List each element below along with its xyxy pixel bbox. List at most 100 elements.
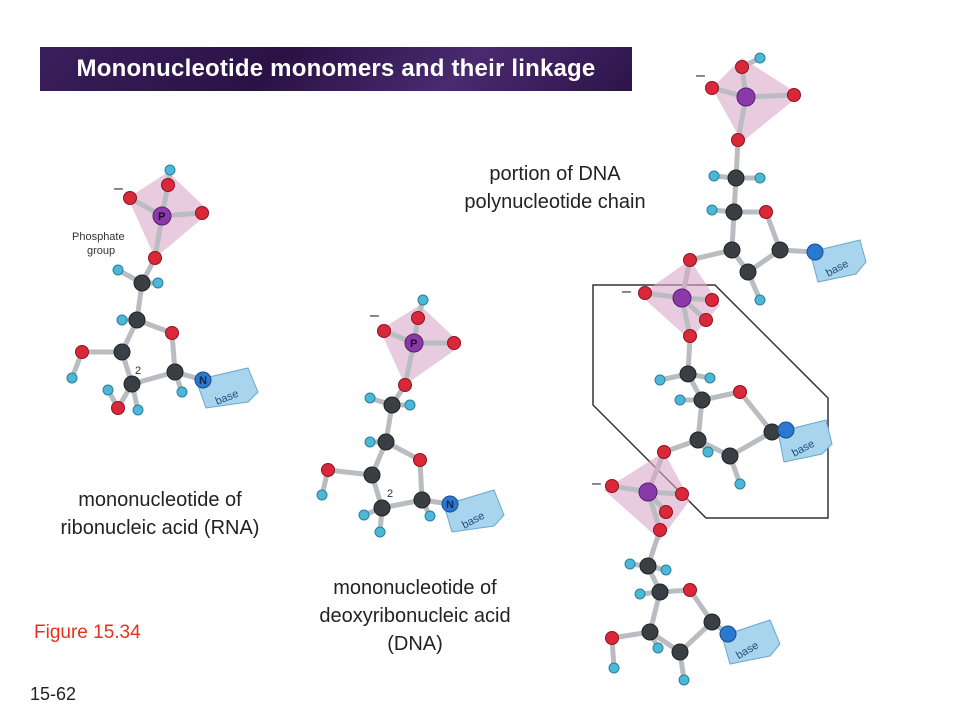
rna-hydrogen bbox=[152, 277, 164, 289]
chain-oxygen bbox=[735, 60, 749, 74]
dna-hydrogen bbox=[364, 436, 376, 448]
rna-hydrogen bbox=[102, 384, 114, 396]
rna-hydrogen bbox=[164, 164, 176, 176]
chain-hydrogen bbox=[704, 372, 716, 384]
chain-hydrogen bbox=[608, 662, 620, 674]
linkage-outline bbox=[592, 284, 829, 519]
chain-base-tag bbox=[721, 619, 781, 665]
chain-oxygen bbox=[759, 205, 773, 219]
chain-hydrogen bbox=[660, 564, 672, 576]
chain-carbon bbox=[689, 431, 707, 449]
rna-minus-charge: – bbox=[114, 180, 123, 197]
dna-oxygen bbox=[411, 311, 425, 325]
chain-oxygen bbox=[638, 286, 652, 300]
dna-minus-charge: – bbox=[370, 307, 379, 324]
chain-carbon bbox=[763, 423, 781, 441]
chain-caption-line1: portion of DNA bbox=[489, 163, 621, 185]
chain-phosphorus bbox=[672, 288, 692, 308]
chain-hydrogen bbox=[702, 446, 714, 458]
rna-carbon-2-label: 2 bbox=[135, 365, 141, 377]
chain-oxygen bbox=[705, 81, 719, 95]
rna-oxygen bbox=[75, 345, 89, 359]
dna-caption-line2: deoxyribonucleic acid bbox=[319, 605, 511, 627]
dna-caption-line1: mononucleotide of bbox=[333, 577, 497, 599]
chain-hydrogen bbox=[654, 374, 666, 386]
chain-hydrogen bbox=[678, 674, 690, 686]
chain-base-tag bbox=[809, 239, 867, 283]
chain-caption-line2: polynucleotide chain bbox=[464, 191, 646, 213]
dna-phosphorus bbox=[404, 333, 424, 353]
chain-minus-charge: – bbox=[592, 475, 601, 492]
dna-oxygen bbox=[321, 463, 335, 477]
dna-oxygen bbox=[413, 453, 427, 467]
chain-oxygen bbox=[675, 487, 689, 501]
chain-nitrogen bbox=[777, 421, 795, 439]
slide-number: 15-62 bbox=[30, 684, 77, 704]
chain-oxygen bbox=[683, 583, 697, 597]
chain-carbon bbox=[723, 241, 741, 259]
rna-hydrogen bbox=[132, 404, 144, 416]
dna-carbon bbox=[363, 466, 381, 484]
dna-oxygen bbox=[447, 336, 461, 350]
chain-carbon bbox=[727, 169, 745, 187]
chain-carbon bbox=[771, 241, 789, 259]
rna-n-label: N bbox=[199, 375, 207, 387]
chain-nitrogen bbox=[806, 243, 824, 261]
dna-chain: base base bbox=[592, 52, 867, 686]
chain-hydrogen bbox=[652, 642, 664, 654]
rna-carbon bbox=[166, 363, 184, 381]
dna-carbon bbox=[377, 433, 395, 451]
rna-caption: mononucleotide of ribonucleic acid (RNA) bbox=[30, 486, 290, 542]
chain-hydrogen bbox=[754, 52, 766, 64]
rna-hydrogen bbox=[176, 386, 188, 398]
rna-hydrogen bbox=[112, 264, 124, 276]
dna-oxygen bbox=[377, 324, 391, 338]
dna-mononucleotide: base P N 2 – bbox=[316, 294, 505, 538]
rna-oxygen bbox=[165, 326, 179, 340]
dna-hydrogen bbox=[424, 510, 436, 522]
chain-minus-charge: – bbox=[622, 283, 631, 300]
chain-minus-charge: – bbox=[696, 67, 705, 84]
chain-oxygen bbox=[605, 631, 619, 645]
chain-oxygen bbox=[683, 329, 697, 343]
rna-p-label: P bbox=[158, 211, 165, 223]
chain-oxygen bbox=[683, 253, 697, 267]
chain-hydrogen bbox=[754, 172, 766, 184]
chain-hydrogen bbox=[624, 558, 636, 570]
chain-hydrogen bbox=[706, 204, 718, 216]
rna-caption-line1: mononucleotide of bbox=[78, 489, 242, 511]
dna-n-label: N bbox=[446, 499, 454, 511]
rna-oxygen bbox=[111, 401, 125, 415]
chain-carbon bbox=[739, 263, 757, 281]
chain-oxygen bbox=[733, 385, 747, 399]
chain-oxygen bbox=[659, 505, 673, 519]
figure-label: Figure 15.34 bbox=[34, 622, 141, 643]
rna-hydrogen bbox=[66, 372, 78, 384]
dna-hydrogen bbox=[404, 399, 416, 411]
rna-hydrogen bbox=[116, 314, 128, 326]
rna-carbon bbox=[123, 375, 141, 393]
chain-carbon bbox=[703, 613, 721, 631]
chain-phosphate-tetrahedron bbox=[712, 58, 800, 142]
dna-carbon bbox=[383, 396, 401, 414]
chain-oxygen bbox=[699, 313, 713, 327]
title-banner: Mononucleotide monomers and their linkag… bbox=[40, 47, 632, 91]
chain-oxygen bbox=[653, 523, 667, 537]
rna-mononucleotide: base P N 2 – Phosphate group bbox=[66, 164, 259, 416]
phosphate-group-label-line1: Phosphate bbox=[72, 231, 125, 243]
phosphate-group-label-line2: group bbox=[87, 245, 115, 257]
rna-phosphorus bbox=[152, 206, 172, 226]
dna-carbon bbox=[373, 499, 391, 517]
dna-nitrogen bbox=[441, 495, 459, 513]
chain-caption: portion of DNA polynucleotide chain bbox=[430, 160, 680, 216]
dna-hydrogen bbox=[417, 294, 429, 306]
chain-phosphorus bbox=[638, 482, 658, 502]
chain-hydrogen bbox=[634, 588, 646, 600]
dna-base-tag bbox=[443, 489, 505, 533]
rna-carbon bbox=[133, 274, 151, 292]
rna-nitrogen bbox=[194, 371, 212, 389]
rna-oxygen bbox=[123, 191, 137, 205]
rna-base-tag bbox=[195, 367, 259, 409]
chain-hydrogen bbox=[674, 394, 686, 406]
